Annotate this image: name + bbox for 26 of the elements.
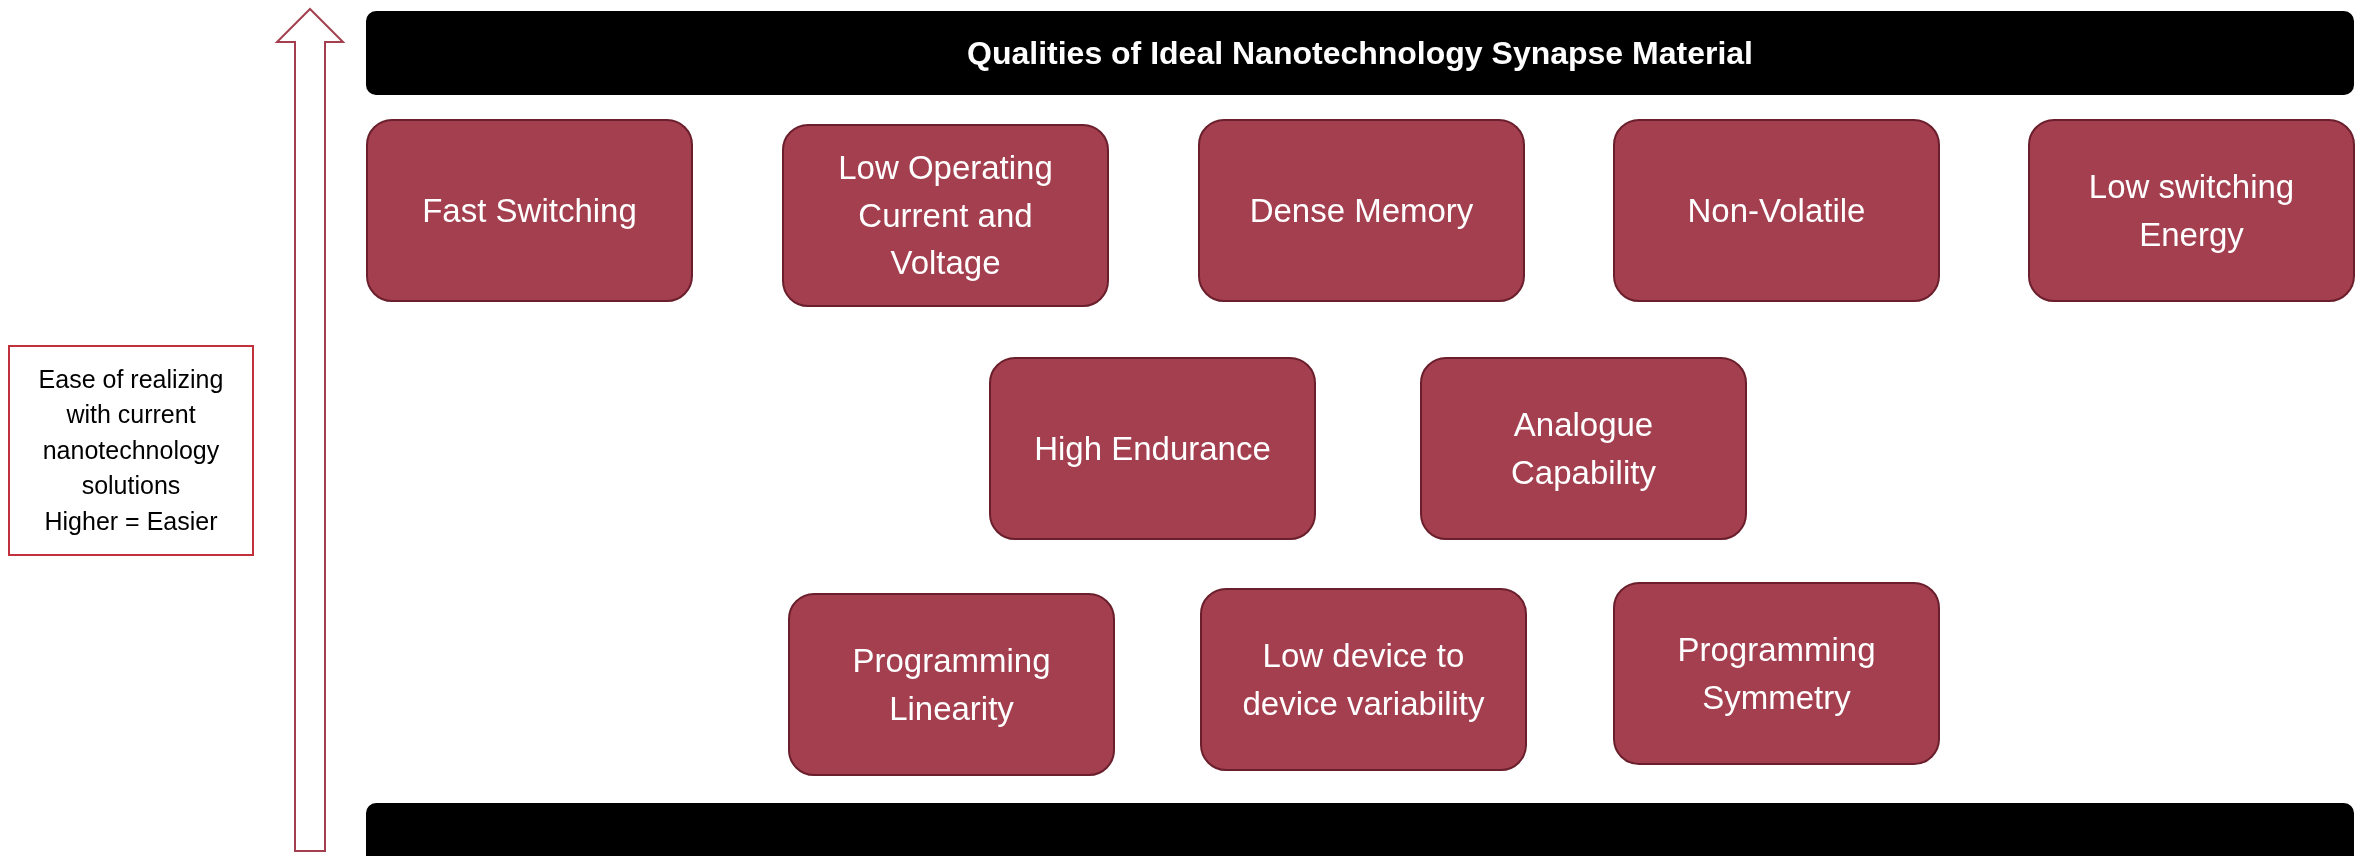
label-text: Dense Memory xyxy=(1249,190,1474,231)
quality-box xyxy=(1198,119,1525,302)
label-text: High Endurance xyxy=(1034,428,1271,469)
title-banner xyxy=(366,11,2354,95)
quality-box xyxy=(782,124,1109,307)
quality-box xyxy=(1613,119,1940,302)
label-text: Programming Symmetry xyxy=(1676,629,1877,718)
label-text: Higher = Easier xyxy=(44,505,218,537)
quality-box xyxy=(366,119,693,302)
quality-box xyxy=(2028,119,2355,302)
label-text: Fast Switching xyxy=(422,190,637,231)
label-text: Low device to device variability xyxy=(1241,635,1486,724)
title-text: Qualities of Ideal Nanotechnology Synapse Material xyxy=(967,34,1753,72)
footer-bar xyxy=(366,803,2354,856)
note-box xyxy=(8,345,254,556)
label-text: Programming Linearity xyxy=(851,640,1052,729)
quality-box xyxy=(1613,582,1940,765)
quality-box xyxy=(788,593,1115,776)
quality-box xyxy=(989,357,1316,540)
quality-box xyxy=(1420,357,1747,540)
label-text: Low switching Energy xyxy=(2087,166,2296,255)
label-text: Non-Volatile xyxy=(1687,190,1866,231)
label-text: Ease of realizing with current nanotechnology solutions xyxy=(37,363,225,502)
label-text: Analogue Capability xyxy=(1510,404,1657,493)
quality-box xyxy=(1200,588,1527,771)
label-text: Low Operating Current and Voltage xyxy=(837,147,1054,284)
